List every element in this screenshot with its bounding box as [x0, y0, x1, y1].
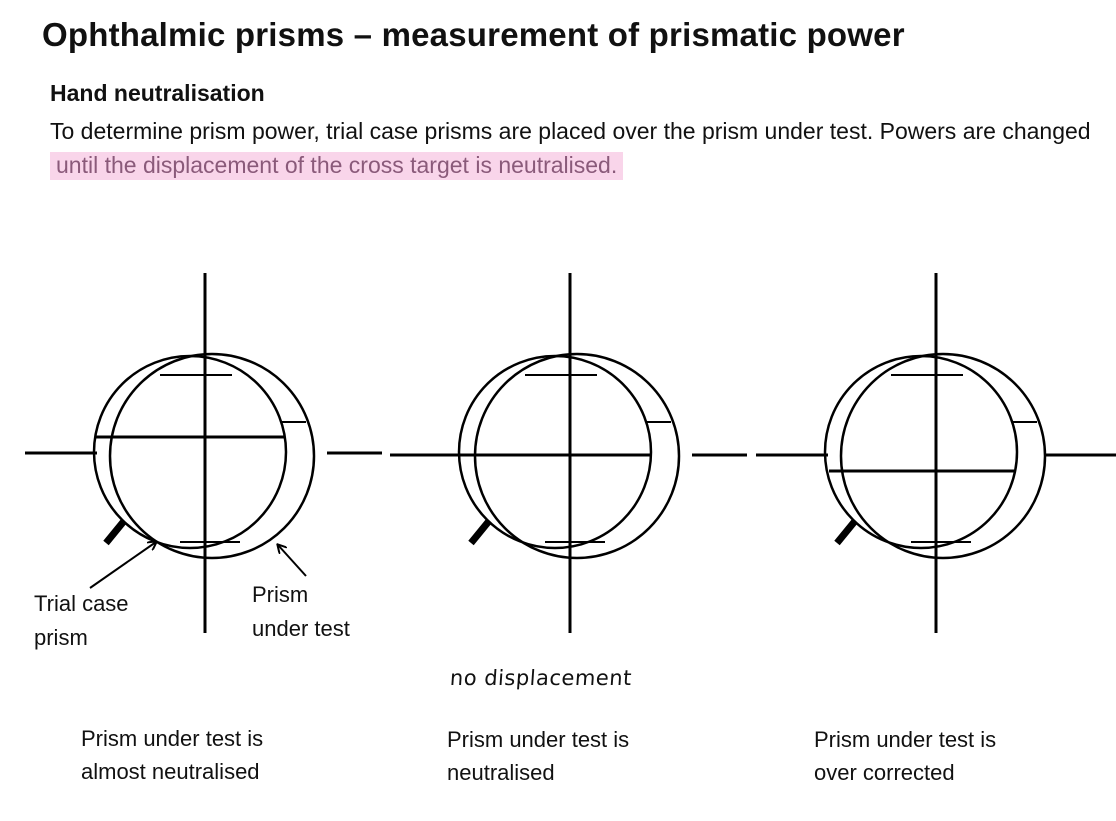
trial-case-prism-circle — [92, 354, 288, 550]
trial-case-prism-circle — [457, 354, 653, 550]
highlighted-text: until the displacement of the cross targ… — [50, 152, 624, 180]
prism-under-test-outer — [108, 352, 316, 560]
panel-neutralised — [390, 273, 747, 633]
caption-over-corrected: Prism under test is over corrected — [814, 727, 997, 785]
base-handle — [103, 518, 127, 546]
prism-under-test-label: Prism under test — [252, 582, 350, 641]
caption-neutralised: Prism under test is neutralised — [447, 727, 630, 785]
paragraph-text: To determine prism power, trial case pri… — [50, 118, 1091, 144]
section-heading: Hand neutralisation — [50, 80, 265, 106]
panel-almost-neutralised — [25, 273, 382, 633]
base-handle — [468, 518, 492, 546]
trial-case-prism-circle — [823, 354, 1019, 550]
base-handle — [834, 518, 858, 546]
trial-case-arrow — [89, 542, 156, 589]
page-title: Ophthalmic prisms – measurement of prism… — [42, 16, 905, 53]
trial-case-prism-label: Trial case prism — [34, 591, 129, 650]
handwritten-note: no displacement — [449, 666, 633, 690]
prism-under-test-outer — [839, 352, 1047, 560]
caption-almost-neutralised: Prism under test is almost neutralised — [81, 726, 264, 784]
prism-under-test-arrow — [278, 545, 307, 577]
panel-over-corrected — [756, 273, 1116, 633]
intro-paragraph: To determine prism power, trial case pri… — [50, 114, 1100, 182]
